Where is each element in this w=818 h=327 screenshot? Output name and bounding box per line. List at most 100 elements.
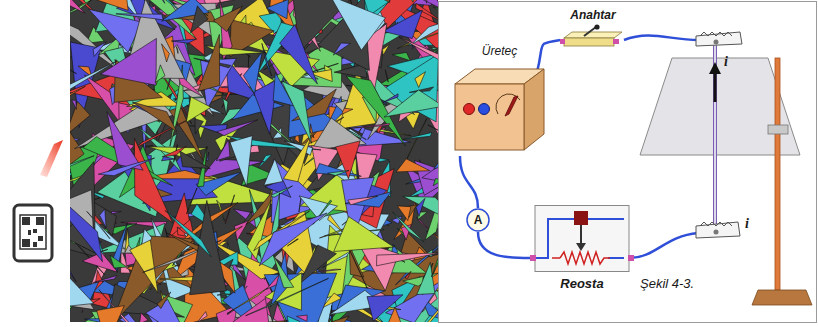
mosaic-triangle: [333, 43, 350, 55]
mosaic-triangle: [269, 186, 293, 197]
current-arrow: [709, 62, 721, 102]
mosaic-triangle: [345, 192, 391, 207]
switch-symbol: [560, 24, 626, 50]
stand: [752, 58, 812, 305]
mosaic-triangle: [378, 158, 389, 162]
alligator-clip: [696, 32, 742, 46]
mosaic-triangle: [171, 39, 196, 43]
mosaic-triangle: [299, 197, 301, 212]
mosaic-triangle: [349, 124, 390, 129]
mosaic-triangle: [334, 217, 394, 252]
mosaic-triangle: [334, 100, 347, 111]
mosaic-triangle: [330, 0, 385, 50]
wire-connector: [478, 232, 530, 258]
mosaic-triangle: [434, 152, 438, 169]
mosaic-triangle: [382, 0, 439, 10]
mosaic-triangle: [72, 100, 77, 109]
mosaic-triangle: [267, 123, 304, 155]
mosaic-triangle: [110, 255, 127, 268]
mosaic-triangle: [162, 157, 175, 161]
mosaic-triangle: [87, 211, 110, 238]
mosaic-triangle: [107, 112, 143, 171]
mosaic-triangle: [98, 158, 154, 176]
mosaic-triangle: [416, 198, 425, 216]
mosaic-triangle: [97, 306, 125, 322]
mosaic-triangle: [70, 0, 85, 13]
mosaic-triangle: [195, 119, 203, 134]
mosaic-triangle: [70, 86, 86, 105]
mosaic-triangle: [297, 315, 308, 321]
mosaic-triangle: [176, 47, 178, 54]
mosaic-triangle: [384, 90, 438, 117]
mosaic-triangle: [299, 245, 337, 285]
ammeter: A: [466, 208, 490, 232]
phone-icon: [14, 140, 63, 261]
mosaic-triangle: [328, 171, 350, 176]
mosaic-triangle: [433, 179, 438, 186]
figure-caption: Şekil 4-3.: [640, 276, 694, 291]
mosaic-triangle: [191, 6, 209, 33]
mosaic-triangle: [262, 43, 272, 76]
mosaic-triangle: [190, 200, 227, 294]
mosaic-triangle: [399, 37, 438, 70]
mosaic-triangle: [383, 94, 398, 103]
node-label: Reosta: [530, 277, 634, 291]
mosaic-triangle: [101, 38, 157, 85]
switch: Anahtar: [560, 8, 626, 50]
mosaic-triangle: [348, 196, 378, 205]
mosaic-triangle: [165, 210, 211, 256]
mosaic-triangle: [396, 159, 430, 172]
mosaic-triangle: [415, 72, 426, 88]
mosaic-triangle: [217, 298, 272, 322]
mosaic-triangle: [186, 97, 211, 123]
mosaic-triangle: [243, 52, 262, 94]
mosaic-triangle: [266, 0, 288, 19]
mosaic-triangle: [428, 125, 438, 136]
mosaic-triangle: [254, 80, 278, 134]
mosaic-triangle: [230, 136, 252, 187]
mosaic-triangle: [155, 65, 165, 83]
mosaic-triangle: [70, 60, 77, 74]
mosaic-triangle: [328, 215, 344, 233]
mosaic-triangle: [213, 6, 242, 31]
mosaic-triangle: [392, 52, 410, 60]
mosaic-triangle: [180, 151, 210, 168]
mosaic-triangle: [348, 129, 367, 140]
rheostat: Reosta: [530, 205, 634, 293]
mosaic-triangle: [198, 34, 220, 91]
panel-border: [439, 2, 817, 323]
mosaic-triangle: [216, 140, 230, 161]
mosaic-triangle: [273, 255, 294, 288]
rheostat-symbol: [530, 205, 634, 273]
mosaic-triangle: [417, 262, 435, 294]
current-label: i: [745, 216, 749, 231]
mosaic-triangle: [217, 120, 258, 136]
mosaic-triangle: [70, 249, 76, 282]
mosaic-triangle: [408, 149, 438, 198]
mosaic-triangle: [187, 188, 197, 214]
wire: [624, 36, 698, 40]
mosaic-triangle: [80, 0, 128, 10]
node-label: Anahtar: [560, 8, 626, 22]
mosaic-triangle: [200, 159, 264, 179]
mosaic-triangle: [223, 98, 228, 115]
mosaic-triangle: [385, 70, 388, 82]
mosaic-triangle: [70, 61, 117, 103]
wire-connector: [460, 156, 478, 208]
mosaic-triangle: [268, 321, 288, 322]
alligator-clip: [696, 222, 740, 238]
mosaic-triangle: [403, 133, 432, 140]
mosaic-triangle: [111, 211, 121, 214]
mosaic-triangle: [367, 295, 403, 321]
wire-connector: [537, 40, 560, 72]
mosaic-triangle: [70, 171, 103, 261]
mosaic-triangle: [93, 276, 116, 283]
node-label: Üreteç: [452, 44, 547, 58]
mosaic-triangle: [421, 0, 429, 3]
mosaic-triangle: [390, 0, 416, 2]
mosaic-triangle: [432, 188, 439, 277]
mosaic-triangle: [207, 152, 209, 161]
mosaic-triangle: [393, 212, 425, 242]
